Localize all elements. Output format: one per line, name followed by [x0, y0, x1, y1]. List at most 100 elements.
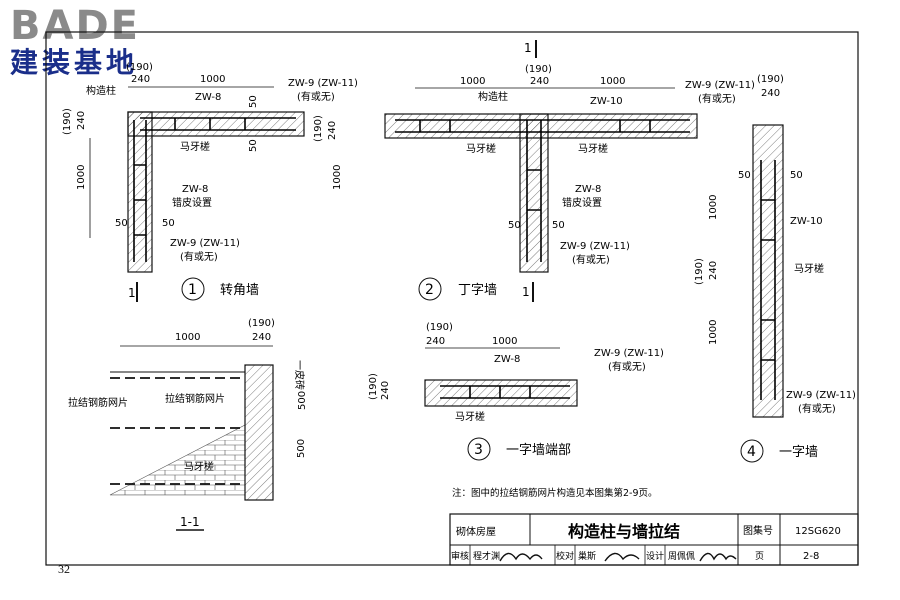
- s-dim-190: (190): [248, 318, 275, 329]
- logo-brand: BADE: [10, 3, 140, 49]
- tb-title: 构造柱与墙拉结: [568, 522, 680, 541]
- d3-dim-1000: 1000: [492, 336, 517, 347]
- d3-dim-240: 240: [426, 336, 445, 347]
- d2-dim-50-b: 50: [552, 220, 565, 231]
- d1-zw8-label: ZW-8: [195, 92, 221, 103]
- d4-dim-1000-b: 1000: [708, 320, 719, 345]
- d1-section-mark: 1: [128, 286, 136, 300]
- d3-title: 一字墙端部: [506, 443, 571, 458]
- tb-review-label: 审核: [451, 550, 469, 562]
- s-dim-240: 240: [252, 332, 271, 343]
- d1-dim-240-top: 240: [131, 74, 150, 85]
- d4-dim-240: 240: [761, 88, 780, 99]
- d4-dim-240-left: 240: [708, 261, 719, 280]
- tb-design-label: 设计: [646, 550, 664, 562]
- d1-horse-label: 马牙槎: [180, 140, 210, 153]
- d4-optional: (有或无): [798, 402, 836, 415]
- note: 注：图中的拉结钢筋网片构造见本图集第2-9页。: [452, 487, 658, 499]
- d2-dim-50-a: 50: [508, 220, 521, 231]
- title-block: 砌体房屋 构造柱与墙拉结 图集号 12SG620 审核 程才渊 校对 巢斯 设计…: [449, 513, 859, 566]
- d4-zw9: ZW-9 (ZW-11): [786, 390, 856, 401]
- page-number: 32: [58, 562, 70, 576]
- d1-optional-vert: (有或无): [180, 250, 218, 263]
- tb-atlas-label: 图集号: [743, 524, 773, 537]
- d4-dim-50-b: 50: [790, 170, 803, 181]
- d2-col-label: 构造柱: [478, 90, 508, 103]
- d4-horse: 马牙槎: [794, 262, 824, 275]
- d1-stagger: 错皮设置: [172, 196, 212, 209]
- d3-horse: 马牙槎: [455, 410, 485, 423]
- d2-horse-b: 马牙槎: [578, 142, 608, 155]
- diagram-straight-wall: (190) 240 50 50 ZW-10 马牙槎 1000 (190) 240…: [694, 74, 856, 463]
- d3-dim-190-left: (190): [368, 373, 379, 400]
- d3-number: 3: [474, 442, 483, 458]
- d1-dim-50-c: 50: [248, 95, 259, 108]
- d2-zw9: ZW-9 (ZW-11): [685, 80, 755, 91]
- d2-zw9-vert: ZW-9 (ZW-11): [560, 241, 630, 252]
- s-one-brick: 一皮砖: [293, 360, 306, 390]
- tb-designer-signature: [699, 552, 737, 562]
- d3-dim-190: (190): [426, 322, 453, 333]
- tb-reviewer-signature: [499, 552, 543, 562]
- d2-dim-1000-left: 1000: [332, 165, 343, 190]
- d1-dim-190-left: (190): [62, 108, 73, 135]
- d1-zw9-label: ZW-9 (ZW-11): [288, 78, 358, 89]
- tb-page-no: 2-8: [803, 551, 819, 562]
- tb-reviewer: 程才渊: [473, 550, 500, 562]
- d1-dim-50-a: 50: [115, 218, 128, 229]
- d2-dim-240: 240: [530, 76, 549, 87]
- diagram-corner-wall: 1000 240 (190) 1000 240 (190) 构造柱 ZW-8 Z…: [62, 62, 358, 302]
- s-horse: 马牙槎: [184, 460, 214, 473]
- d2-title: 丁字墙: [458, 283, 497, 298]
- s-mesh-a: 拉结钢筋网片: [68, 396, 128, 409]
- tb-category: 砌体房屋: [456, 525, 496, 538]
- d1-dim-1000-left: 1000: [76, 165, 87, 190]
- d1-dim-50-d: 50: [248, 139, 259, 152]
- d4-number: 4: [747, 444, 756, 460]
- diagram-wall-end: 240 (190) 1000 ZW-8 ZW-9 (ZW-11) (有或无) 马…: [368, 322, 664, 461]
- d2-horse-a: 马牙槎: [466, 142, 496, 155]
- d1-dim-1000-top: 1000: [200, 74, 225, 85]
- d2-optional: (有或无): [698, 92, 736, 105]
- d1-title: 转角墙: [220, 283, 259, 298]
- d1-zw8-vert: ZW-8: [182, 184, 208, 195]
- d2-dim-190-left: (190): [313, 115, 324, 142]
- d2-dim-190: (190): [525, 64, 552, 75]
- d1-dim-240-left: 240: [76, 111, 87, 130]
- d1-optional-label: (有或无): [297, 90, 335, 103]
- diagram-t-wall: 1000 240 (190) 1000 1 构造柱 ZW-10 ZW-9 (ZW…: [313, 40, 755, 302]
- s-dim-500-a: 500: [297, 391, 308, 410]
- d1-col-label: 构造柱: [86, 84, 116, 97]
- tb-checker: 巢斯: [578, 550, 596, 562]
- s-mesh-b: 拉结钢筋网片: [165, 392, 225, 405]
- d3-zw9: ZW-9 (ZW-11): [594, 348, 664, 359]
- d4-zw10: ZW-10: [790, 216, 823, 227]
- d4-title: 一字墙: [779, 445, 818, 460]
- d1-dim-190-top: (190): [126, 62, 153, 73]
- d2-optional-vert: (有或无): [572, 253, 610, 266]
- d3-dim-240-left: 240: [380, 381, 391, 400]
- d2-dim-1000-b: 1000: [600, 76, 625, 87]
- d2-zw10: ZW-10: [590, 96, 623, 107]
- d2-dim-240-left: 240: [327, 121, 338, 140]
- d3-zw8: ZW-8: [494, 354, 520, 365]
- tb-checker-signature: [604, 552, 640, 562]
- tb-page-label: 页: [755, 551, 764, 562]
- d1-dim-50-b: 50: [162, 218, 175, 229]
- tb-designer: 周佩佩: [668, 550, 695, 562]
- d2-stagger: 错皮设置: [562, 196, 602, 209]
- d1-zw9-vert: ZW-9 (ZW-11): [170, 238, 240, 249]
- d4-dim-190-left: (190): [694, 258, 705, 285]
- s-title: 1-1: [180, 515, 200, 529]
- logo-subtitle: 建装基地: [10, 46, 139, 79]
- d2-number: 2: [425, 282, 434, 298]
- d2-section-mark-top: 1: [524, 41, 532, 55]
- d4-dim-190: (190): [757, 74, 784, 85]
- tb-check-label: 校对: [556, 550, 574, 562]
- d1-number: 1: [188, 282, 197, 298]
- d2-dim-1000-a: 1000: [460, 76, 485, 87]
- d4-dim-50-a: 50: [738, 170, 751, 181]
- d2-section-mark-bottom: 1: [522, 285, 530, 299]
- logo: BADE 建装基地: [10, 6, 175, 86]
